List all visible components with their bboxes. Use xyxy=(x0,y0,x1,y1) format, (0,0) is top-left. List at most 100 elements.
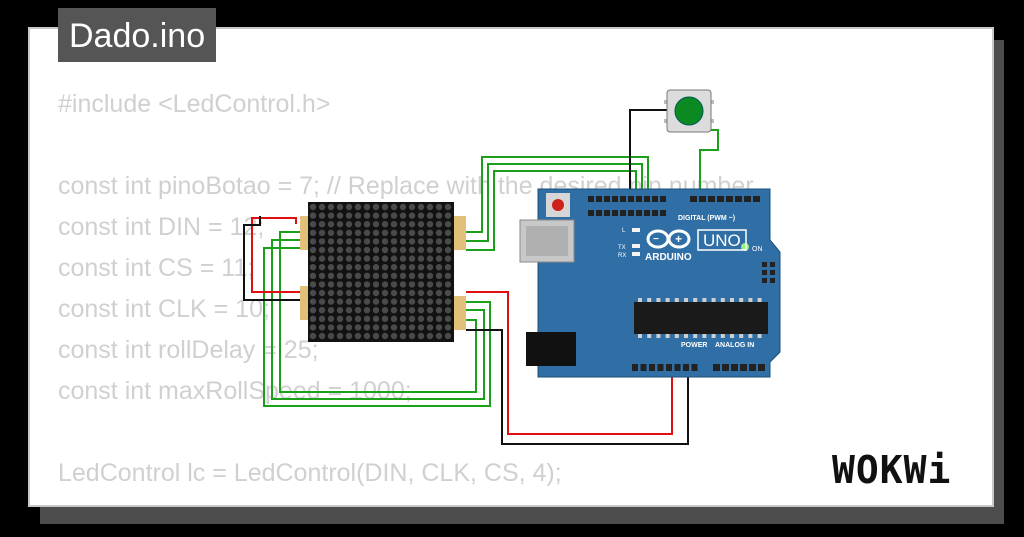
matrix-led xyxy=(444,289,452,297)
matrix-led xyxy=(354,221,362,228)
matrix-led xyxy=(381,289,389,297)
matrix-led xyxy=(327,203,335,211)
header-pin[interactable] xyxy=(749,364,756,371)
matrix-led xyxy=(309,307,317,314)
power-header[interactable] xyxy=(632,364,698,371)
matrix-led xyxy=(435,221,443,228)
matrix-led xyxy=(309,203,317,211)
push-button[interactable] xyxy=(664,89,714,133)
header-pin[interactable] xyxy=(604,196,610,202)
header-pin[interactable] xyxy=(612,210,618,216)
matrix-led xyxy=(336,203,344,211)
header-pin[interactable] xyxy=(660,210,666,216)
header-pin[interactable] xyxy=(620,210,626,216)
matrix-led xyxy=(327,289,335,297)
header-pin[interactable] xyxy=(753,196,760,202)
header-pin[interactable] xyxy=(636,196,642,202)
header-pin[interactable] xyxy=(758,364,765,371)
header-pin[interactable] xyxy=(596,196,602,202)
matrix-led xyxy=(426,332,434,340)
atmega-chip xyxy=(634,302,768,334)
header-pin[interactable] xyxy=(628,210,634,216)
matrix-led xyxy=(372,332,380,340)
matrix-led xyxy=(417,324,425,331)
matrix-led xyxy=(399,255,407,262)
matrix-led xyxy=(309,281,317,288)
wokwi-logo: WOKWi xyxy=(832,448,952,492)
chip-pin xyxy=(702,298,707,302)
header-pin[interactable] xyxy=(722,364,729,371)
header-pin[interactable] xyxy=(731,364,738,371)
reset-button-cap[interactable] xyxy=(552,199,564,211)
header-pin[interactable] xyxy=(612,196,618,202)
header-pin[interactable] xyxy=(726,196,733,202)
header-pin[interactable] xyxy=(620,196,626,202)
button-cap[interactable] xyxy=(674,96,704,126)
icsp-pin xyxy=(762,278,767,283)
led-matrix[interactable] xyxy=(300,202,466,342)
header-pin[interactable] xyxy=(632,364,638,371)
logo-plus: + xyxy=(675,232,682,246)
matrix-led xyxy=(354,229,362,236)
led-on xyxy=(741,243,749,251)
header-pin[interactable] xyxy=(740,364,747,371)
header-pin[interactable] xyxy=(640,364,647,371)
header-pin[interactable] xyxy=(604,210,610,216)
header-pin[interactable] xyxy=(636,210,642,216)
icsp-pin xyxy=(770,270,775,275)
header-pin[interactable] xyxy=(588,210,594,216)
matrix-led xyxy=(408,203,416,211)
header-pin[interactable] xyxy=(713,364,720,371)
header-pin[interactable] xyxy=(699,196,706,202)
matrix-led xyxy=(408,298,416,305)
matrix-led xyxy=(408,324,416,331)
header-pin[interactable] xyxy=(652,196,658,202)
sketch-title[interactable]: Dado.ino xyxy=(58,8,217,62)
header-pin[interactable] xyxy=(644,196,650,202)
header-pin[interactable] xyxy=(649,364,655,371)
arduino-uno[interactable]: − + ARDUINO UNO ON DIGITAL (PWM ~) POWER… xyxy=(519,188,781,378)
chip-pin xyxy=(711,334,716,338)
matrix-led xyxy=(327,238,335,245)
header-pin[interactable] xyxy=(674,364,681,371)
matrix-led xyxy=(399,246,407,254)
matrix-led xyxy=(417,264,425,271)
matrix-led xyxy=(327,246,335,254)
project-card[interactable] xyxy=(28,27,994,507)
header-pin[interactable] xyxy=(683,364,689,371)
header-pin[interactable] xyxy=(652,210,658,216)
matrix-led xyxy=(309,264,317,271)
header-pin[interactable] xyxy=(657,364,664,371)
header-pin[interactable] xyxy=(690,196,697,202)
header-pin[interactable] xyxy=(717,196,724,202)
matrix-led xyxy=(363,246,371,254)
header-pin[interactable] xyxy=(588,196,594,202)
matrix-led xyxy=(408,221,416,228)
matrix-led xyxy=(336,221,344,228)
header-pin[interactable] xyxy=(628,196,634,202)
matrix-led xyxy=(435,255,443,262)
header-pin[interactable] xyxy=(644,210,650,216)
header-pin[interactable] xyxy=(735,196,742,202)
power-header-label: POWER xyxy=(681,342,707,349)
matrix-led xyxy=(435,272,443,279)
digital-header[interactable] xyxy=(588,196,760,216)
matrix-led xyxy=(381,298,389,305)
chip-pin xyxy=(638,298,642,302)
matrix-led xyxy=(381,229,389,236)
header-pin[interactable] xyxy=(596,210,602,216)
matrix-led xyxy=(309,246,317,254)
matrix-led xyxy=(354,324,362,331)
header-pin[interactable] xyxy=(744,196,751,202)
header-pin[interactable] xyxy=(666,364,672,371)
header-pin[interactable] xyxy=(708,196,715,202)
matrix-led xyxy=(336,281,344,288)
analog-header[interactable] xyxy=(713,364,765,371)
icsp-pin xyxy=(770,278,775,283)
header-pin[interactable] xyxy=(691,364,698,371)
matrix-led xyxy=(417,289,425,297)
matrix-led xyxy=(390,212,398,219)
matrix-led xyxy=(390,229,398,236)
matrix-led xyxy=(417,212,425,219)
header-pin[interactable] xyxy=(660,196,666,202)
